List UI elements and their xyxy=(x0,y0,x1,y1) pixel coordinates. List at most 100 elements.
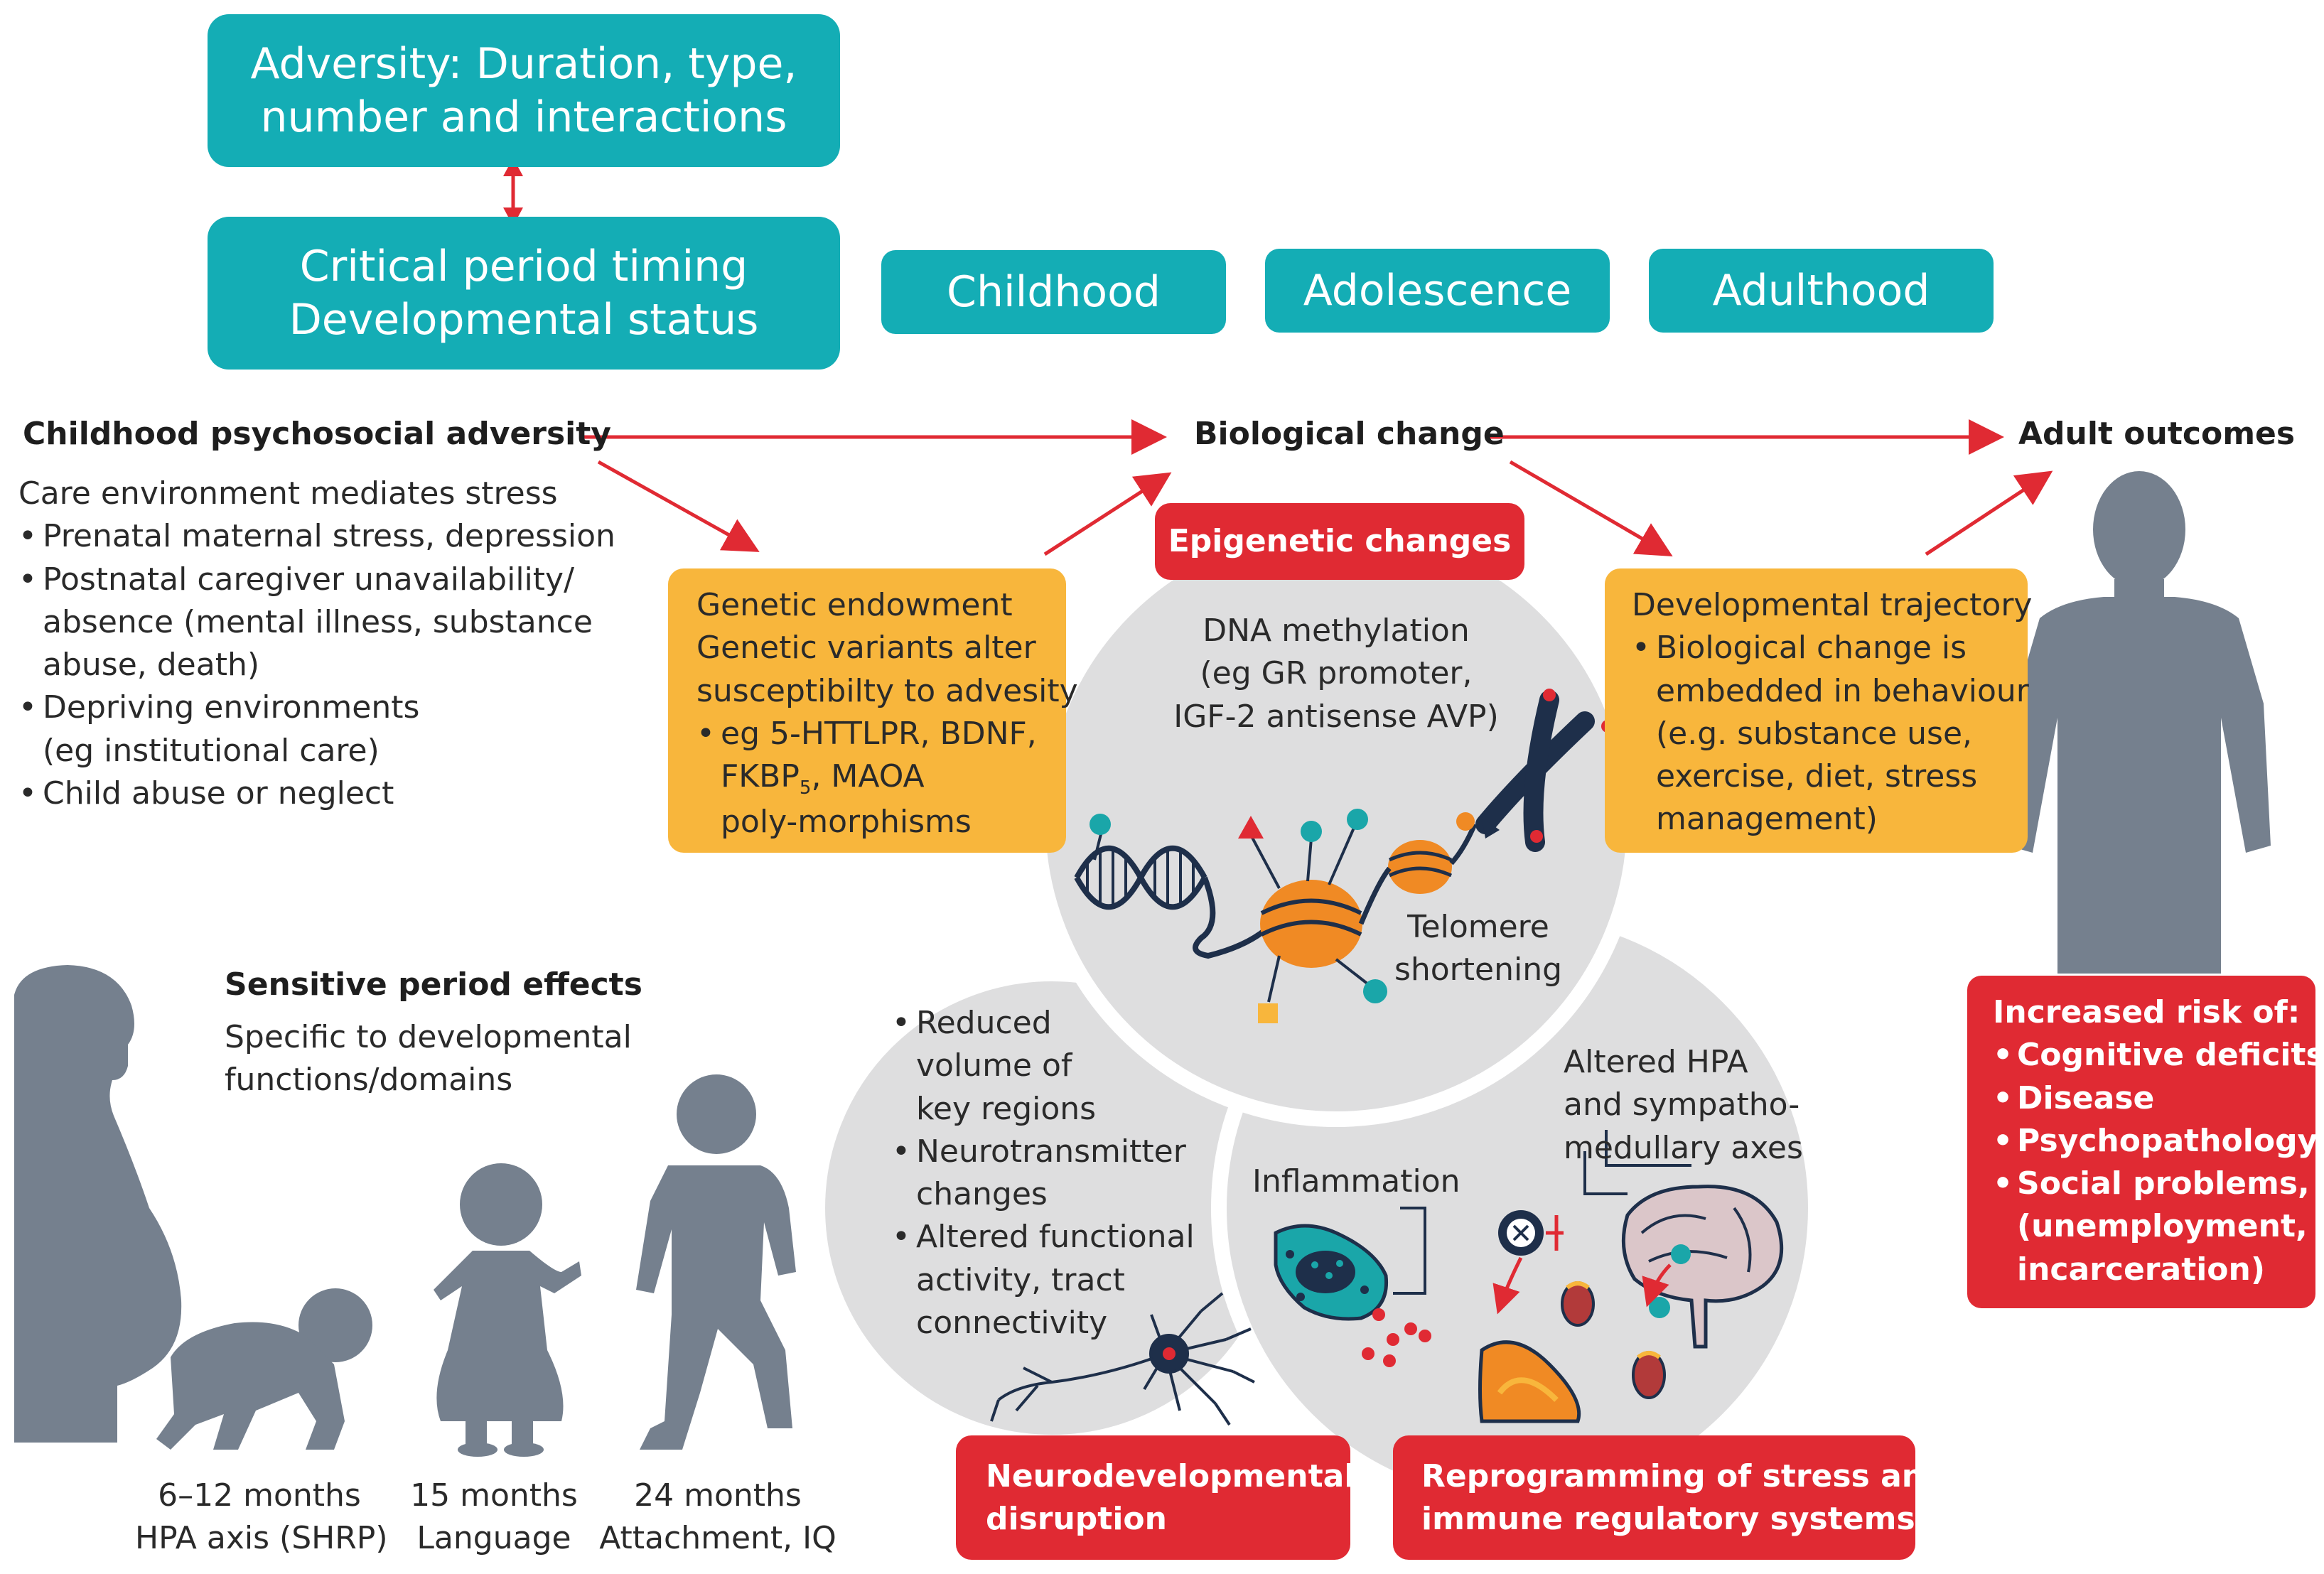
telomere-line: Telomere xyxy=(1407,909,1549,945)
age-value: 15 months xyxy=(410,1477,578,1514)
age-domain: HPA axis (SHRP) xyxy=(135,1520,388,1557)
developmental-item-cont: embedded in behaviour xyxy=(1656,672,2029,709)
age-value: 6–12 months xyxy=(158,1477,361,1514)
neuro-label-line: Neurodevelopmental xyxy=(986,1458,1355,1494)
hpa-text: Altered HPA and sympatho- medullary axes xyxy=(1564,1041,1803,1170)
arrow-genetic-to-biological xyxy=(1043,472,1172,556)
risk-item-cont: incarceration) xyxy=(2017,1251,2265,1288)
genetic-item-cont: FKBP5, MAOA xyxy=(696,755,1066,801)
dna-methylation-example: (eg GR promoter, xyxy=(1200,655,1473,692)
hpa-line: Altered HPA xyxy=(1564,1044,1748,1080)
adversity-item: Child abuse or neglect xyxy=(18,772,615,816)
hpa-line: medullary axes xyxy=(1564,1129,1803,1166)
genetic-endowment-box: Genetic endowment Genetic variants alter… xyxy=(668,568,1078,853)
risk-item-cont: (unemployment, xyxy=(2017,1208,2308,1245)
developmental-trajectory-box: Developmental trajectory Biological chan… xyxy=(1605,568,2033,853)
risk-item: Disease xyxy=(1993,1077,2315,1121)
neuro-item: Altered functional xyxy=(892,1216,1195,1259)
adversity-line-2: number and interactions xyxy=(260,92,787,142)
developmental-item-cont: management) xyxy=(1656,801,1878,838)
adversity-item-cont: abuse, death) xyxy=(43,647,260,684)
inflammation-illustration xyxy=(1274,1207,1431,1367)
reprogramming-line: Reprogramming of stress and xyxy=(1421,1458,1947,1494)
arrow-biological-to-developmental xyxy=(1509,460,1673,557)
increased-risk-box: Increased risk of: Cognitive deficits Di… xyxy=(1967,976,2324,1308)
developmental-title: Developmental trajectory xyxy=(1632,587,2033,623)
age-label-1: 6–12 months HPA axis (SHRP) xyxy=(135,1475,388,1560)
critical-period-box: Critical period timing Developmental sta… xyxy=(208,217,840,370)
arrow-adversity-to-genetic xyxy=(597,460,760,552)
developmental-item: Biological change is xyxy=(1632,627,2028,670)
genetic-line: Genetic variants alter xyxy=(696,630,1036,667)
adversity-item-cont: absence (mental illness, substance xyxy=(43,603,593,640)
telomere-line: shortening xyxy=(1394,952,1563,988)
adversity-intro: Care environment mediates stress xyxy=(18,475,558,512)
inflammation-label: Inflammation xyxy=(1252,1163,1460,1200)
risk-item: Cognitive deficits xyxy=(1993,1034,2324,1077)
pregnant-silhouette xyxy=(14,965,182,1443)
age-label-2: 15 months Language xyxy=(387,1475,601,1560)
heading-adult-outcomes: Adult outcomes xyxy=(2018,416,2296,452)
sensitive-period-title: Sensitive period effects xyxy=(225,966,642,1003)
critical-line-2: Developmental status xyxy=(289,294,759,345)
adversity-box: Adversity: Duration, type, number and in… xyxy=(208,14,840,167)
neuro-label-line: disruption xyxy=(986,1501,1167,1538)
epigenetic-label: Epigenetic changes xyxy=(1155,503,1524,580)
hpa-brain-illustration xyxy=(1478,1130,1784,1423)
adversity-item-cont: (eg institutional care) xyxy=(43,732,380,769)
neuro-item-cont: changes xyxy=(916,1176,1048,1213)
adversity-list: Care environment mediates stress Prenata… xyxy=(18,473,615,815)
age-domain: Language xyxy=(416,1520,571,1557)
maoa-text: , MAOA xyxy=(811,758,925,795)
toddler-girl-silhouette xyxy=(434,1163,581,1457)
adult-silhouette xyxy=(2008,471,2271,974)
reprogramming-line: immune regulatory systems xyxy=(1421,1501,1915,1538)
age-domain: Attachment, IQ xyxy=(599,1520,836,1557)
adversity-line-1: Adversity: Duration, type, xyxy=(250,38,797,89)
flow-arrows xyxy=(579,419,2053,557)
neuro-item-cont: key regions xyxy=(916,1090,1097,1127)
adversity-item: Depriving environments xyxy=(18,686,615,730)
double-arrow xyxy=(503,158,523,226)
genetic-item: eg 5-HTTLPR, BDNF, xyxy=(696,713,1066,756)
crawling-baby-silhouette xyxy=(156,1288,372,1450)
risk-item: Social problems, xyxy=(1993,1163,2315,1206)
age-value: 24 months xyxy=(634,1477,802,1514)
genetic-title: Genetic endowment xyxy=(696,587,1013,623)
neurodevelopmental-label: Neurodevelopmental disruption xyxy=(956,1435,1355,1560)
stage-childhood: Childhood xyxy=(881,250,1226,334)
telomere-text: Telomere shortening xyxy=(1389,906,1567,992)
reprogramming-label: Reprogramming of stress and immune regul… xyxy=(1393,1435,1947,1560)
risk-title: Increased risk of: xyxy=(1993,994,2301,1030)
age-label-3: 24 months Attachment, IQ xyxy=(597,1475,839,1560)
genetic-line: susceptibilty to advesity xyxy=(696,672,1078,709)
sensitive-sub-line: Specific to developmental xyxy=(225,1019,632,1055)
sensitive-sub-line: functions/domains xyxy=(225,1062,513,1099)
developmental-item-cont: (e.g. substance use, xyxy=(1656,715,1973,752)
heading-childhood-adversity: Childhood psychosocial adversity xyxy=(23,416,611,452)
genetic-item-cont: poly-morphisms xyxy=(721,804,972,841)
neuro-item: Neurotransmitter xyxy=(892,1131,1195,1174)
fkbp-subscript: 5 xyxy=(799,777,812,799)
stage-adolescence: Adolescence xyxy=(1265,249,1610,333)
neuro-list: Reduced volume of key regions Neurotrans… xyxy=(892,1002,1195,1344)
dna-illustration xyxy=(1074,689,1614,1023)
neuro-item: Reduced xyxy=(892,1002,1195,1045)
epigenetic-text: DNA methylation (eg GR promoter, IGF-2 a… xyxy=(1166,610,1507,738)
arrow-developmental-to-outcomes xyxy=(1925,470,2053,556)
critical-line-1: Critical period timing xyxy=(299,241,748,291)
fkbp-text: FKBP xyxy=(721,758,800,795)
risk-item: Psychopathology xyxy=(1993,1120,2318,1163)
sensitive-period-sub: Specific to developmental functions/doma… xyxy=(225,1016,632,1102)
adversity-item: Prenatal maternal stress, depression xyxy=(18,515,615,559)
neuro-item-cont: activity, tract xyxy=(916,1261,1125,1298)
dna-methylation-example: IGF-2 antisense AVP) xyxy=(1173,698,1499,735)
dna-methylation: DNA methylation xyxy=(1203,613,1470,649)
neuro-item-cont: connectivity xyxy=(916,1304,1108,1341)
adversity-item: Postnatal caregiver unavailability/ xyxy=(18,559,615,602)
stage-adulthood: Adulthood xyxy=(1649,249,1994,333)
neuron-illustration xyxy=(990,1292,1255,1426)
heading-biological-change: Biological change xyxy=(1194,416,1505,452)
hpa-line: and sympatho- xyxy=(1564,1087,1800,1123)
